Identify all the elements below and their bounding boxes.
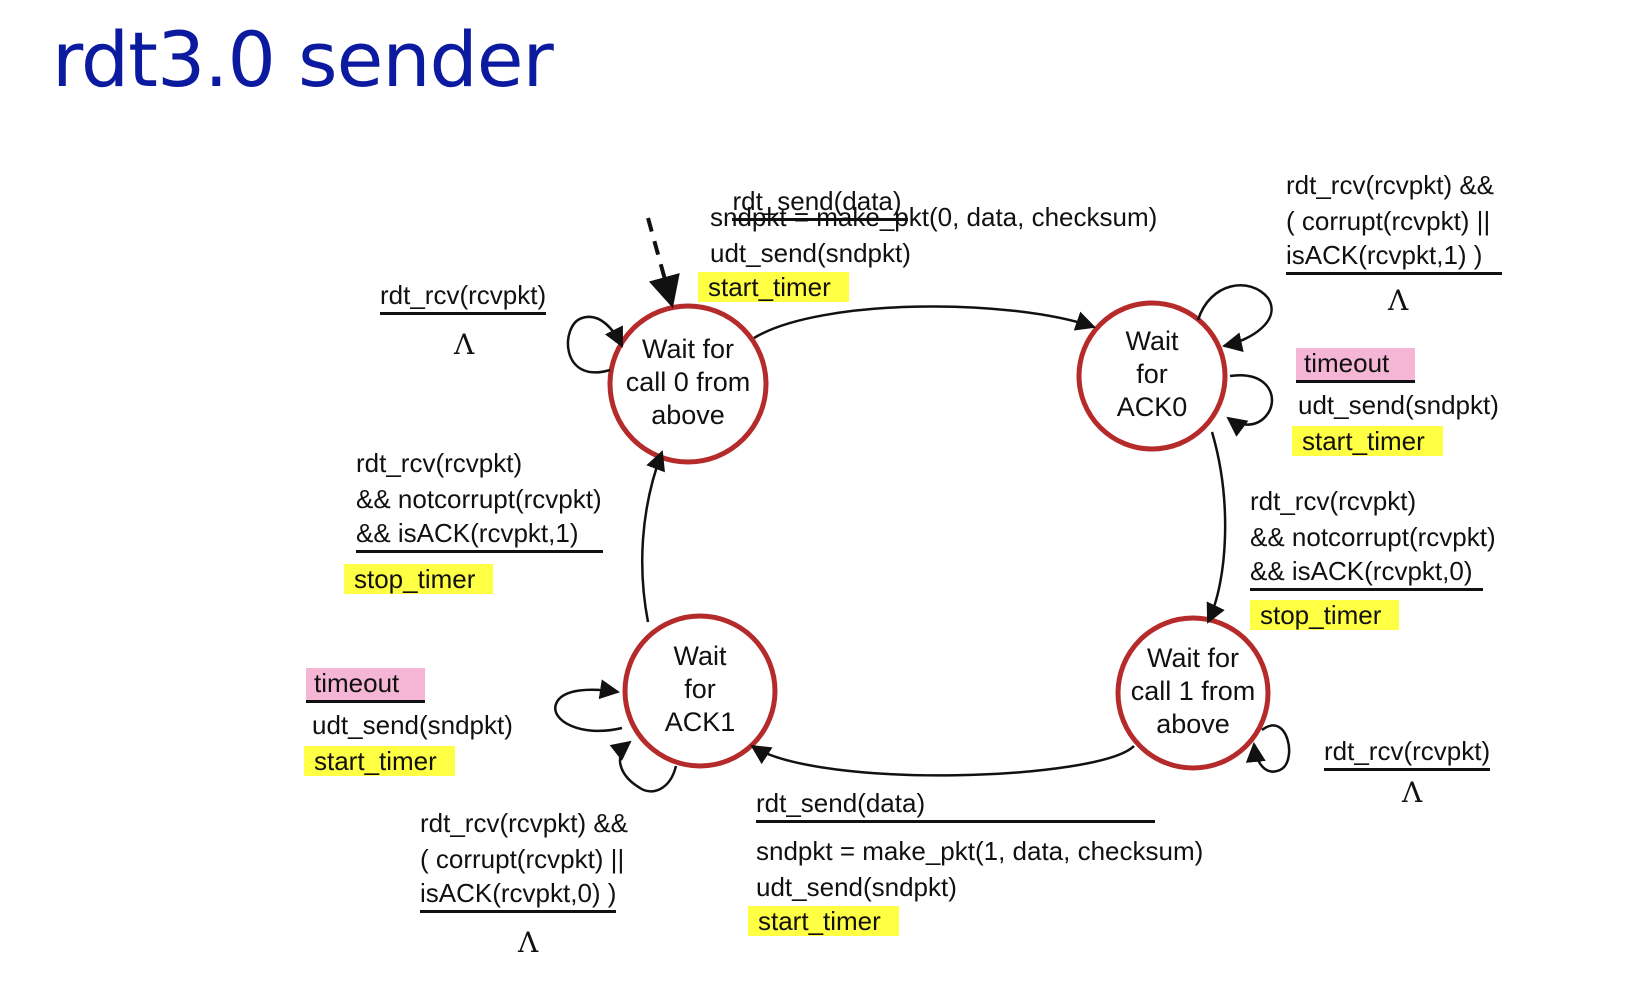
selfloop-ack1-left — [554, 679, 623, 733]
selfloop-event-2-ack0: ( corrupt(rcvpkt) || — [1286, 206, 1491, 236]
state-label-wait-ack1: Wait for ACK1 — [664, 641, 736, 737]
slide-title: rdt3.0 sender — [52, 15, 554, 104]
selfloop-event-1-ack1: rdt_rcv(rcvpkt) && — [420, 808, 629, 838]
timeout-event-ack0: timeout — [1296, 346, 1416, 383]
state-label-wait-call0: Wait for call 0 from above — [625, 334, 751, 430]
lambda-ack1: Λ — [518, 926, 539, 959]
arrow-ack1-to-call0 — [640, 450, 665, 623]
timeout-action-ack1: udt_send(sndpkt) — [312, 710, 513, 740]
transition-event-3-ack1-call0: && isACK(rcvpkt,1) — [356, 516, 603, 553]
timeout-action-ack0: udt_send(sndpkt) — [1298, 390, 1499, 420]
transition-event-1-ack1-call0: rdt_rcv(rcvpkt) — [356, 448, 523, 478]
selfloop-call0 — [566, 315, 624, 374]
lambda-ack0: Λ — [1388, 284, 1409, 317]
state-label-wait-call1: Wait for call 1 from above — [1130, 643, 1256, 739]
lambda-call1: Λ — [1402, 776, 1423, 809]
arrow-ack0-to-call1 — [1206, 431, 1227, 624]
selfloop-event-call0: rdt_rcv(rcvpkt) — [380, 278, 547, 315]
timeout-event-ack1: timeout — [306, 666, 426, 703]
state-label-wait-ack0: Wait for ACK0 — [1116, 326, 1188, 422]
transition-event-call0-ack0: rdt_send(data) — [718, 150, 908, 221]
selfloop-ack0-right — [1226, 373, 1274, 437]
selfloop-event-call1: rdt_rcv(rcvpkt) — [1324, 734, 1491, 771]
transition-event-2-ack1-call0: && notcorrupt(rcvpkt) — [356, 484, 602, 514]
state-wait-call0 — [607, 303, 769, 465]
initial-arrow — [646, 217, 680, 309]
selfloop-event-3-ack0: isACK(rcvpkt,1) ) — [1286, 238, 1503, 275]
arrow-call1-to-ack1 — [750, 744, 1135, 777]
arrow-call0-to-ack0 — [753, 305, 1096, 340]
selfloop-event-2-ack1: ( corrupt(rcvpkt) || — [420, 844, 625, 874]
transition-timer-ack0-call1: stop_timer — [1250, 598, 1400, 632]
lambda-call0: Λ — [454, 328, 475, 361]
state-wait-call1 — [1115, 615, 1271, 771]
transition-timer-ack1-call0: stop_timer — [344, 562, 494, 596]
transition-action-2-call1-ack1: udt_send(sndpkt) — [756, 872, 957, 902]
transition-action-1-call0-ack0: sndpkt = make_pkt(0, data, checksum) — [710, 202, 1158, 232]
timeout-timer-ack1: start_timer — [304, 744, 455, 778]
transition-event-call1-ack1: rdt_send(data) — [756, 786, 1156, 823]
selfloop-event-1-ack0: rdt_rcv(rcvpkt) && — [1286, 170, 1495, 200]
transition-timer-call0-ack0: start_timer — [698, 270, 849, 304]
transition-action-1-call1-ack1: sndpkt = make_pkt(1, data, checksum) — [756, 836, 1204, 866]
selfloop-call1 — [1245, 724, 1291, 773]
transition-event-2-ack0-call1: && notcorrupt(rcvpkt) — [1250, 522, 1496, 552]
selfloop-ack1-bottom — [609, 740, 678, 793]
state-wait-ack0 — [1076, 300, 1228, 452]
selfloop-event-3-ack1: isACK(rcvpkt,0) ) — [420, 876, 617, 913]
transition-event-1-ack0-call1: rdt_rcv(rcvpkt) — [1250, 486, 1417, 516]
transition-event-3-ack0-call1: && isACK(rcvpkt,0) — [1250, 554, 1483, 591]
state-wait-ack1 — [622, 613, 778, 769]
selfloop-ack0-top — [1196, 284, 1273, 352]
transition-action-2-call0-ack0: udt_send(sndpkt) — [710, 238, 911, 268]
transition-timer-call1-ack1: start_timer — [748, 904, 899, 938]
timeout-timer-ack0: start_timer — [1292, 424, 1443, 458]
